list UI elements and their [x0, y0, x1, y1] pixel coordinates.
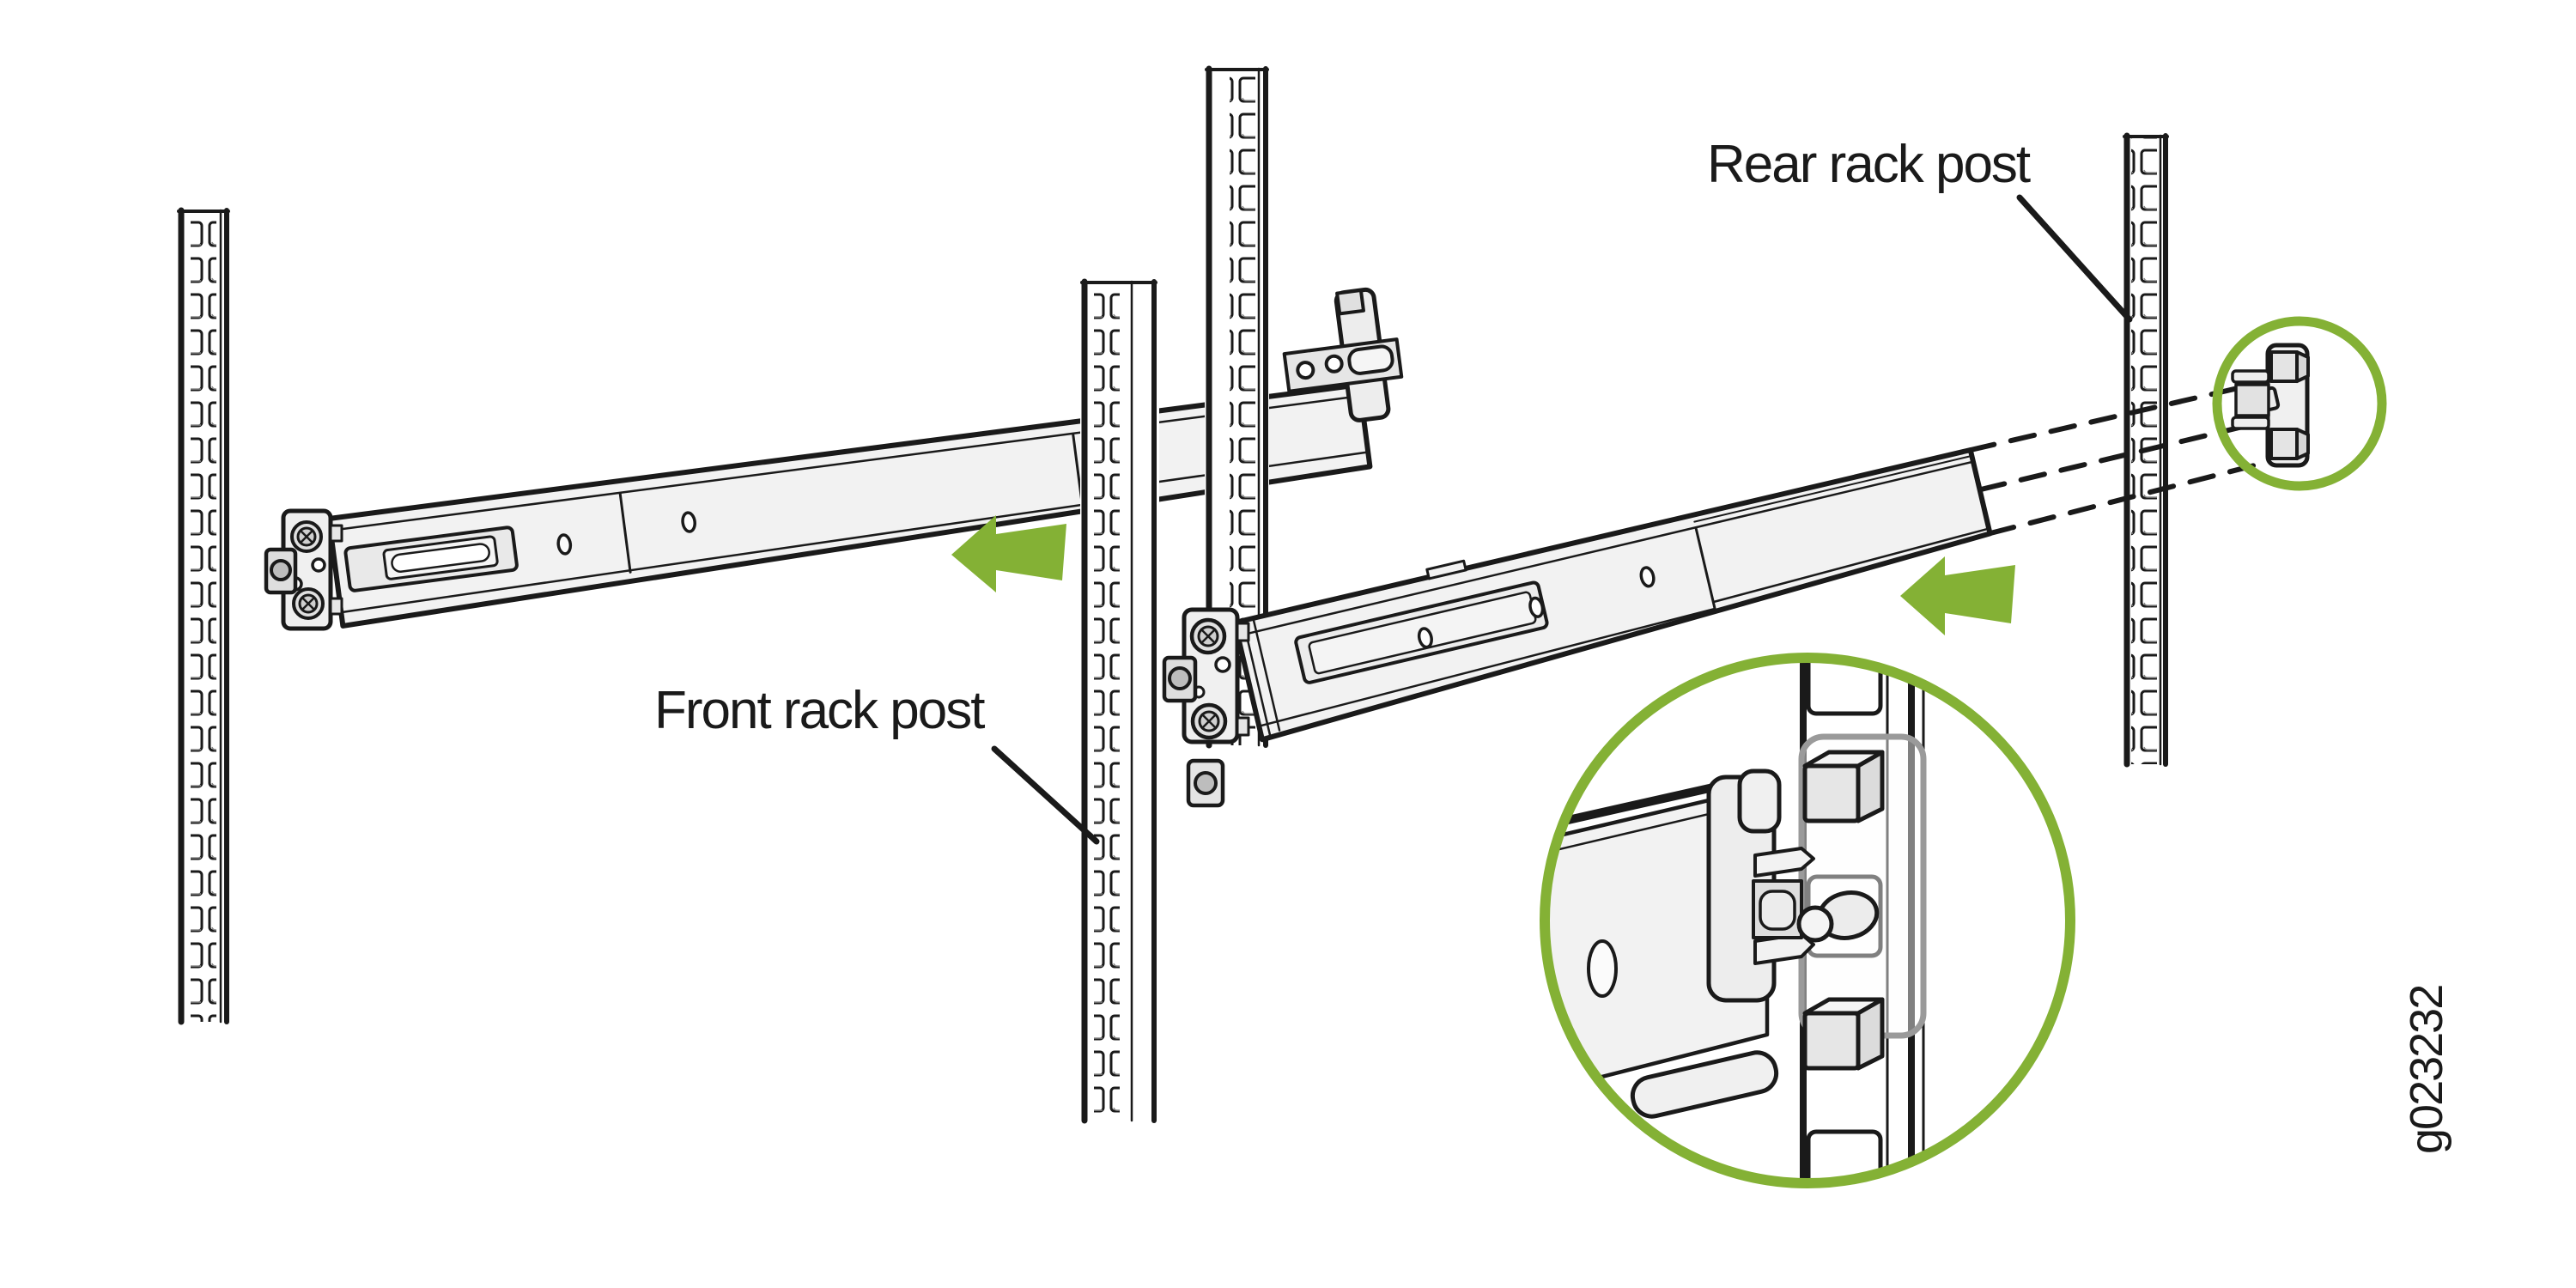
slide-direction-arrow-right	[1900, 556, 2015, 635]
slide-direction-arrow-left	[951, 515, 1066, 592]
rear-bracket-hook	[1335, 288, 1365, 316]
latch-block	[264, 547, 298, 595]
rail-hole	[556, 533, 573, 556]
right-rail-rear-bracket	[2231, 343, 2310, 468]
rail-hole	[1639, 566, 1656, 588]
bracket-peg	[1802, 997, 1885, 1071]
right-rail-front-bracket	[1162, 607, 1250, 808]
latch-prong	[1753, 847, 1815, 878]
right-rail-hidden-dashes	[1968, 379, 2270, 536]
latch-block	[1186, 758, 1225, 808]
bracket-peg	[2269, 350, 2310, 383]
latch-block	[1162, 655, 1198, 703]
rack-post-front-right	[1080, 278, 1159, 1124]
figure-id: g023232	[2401, 986, 2452, 1154]
screw-icon	[1190, 702, 1228, 740]
latch-prong	[2231, 416, 2270, 430]
bracket-peg	[2269, 428, 2310, 460]
rail-hole	[1528, 596, 1545, 618]
rail-hole	[1417, 627, 1433, 649]
right-slide-rail	[1162, 343, 2310, 808]
leader-line-front	[991, 745, 1100, 845]
label-rear-rack-post: Rear rack post	[1707, 135, 2031, 194]
screw-icon	[1189, 617, 1227, 655]
leader-line-rear	[2016, 194, 2133, 323]
rail-hole	[1587, 939, 1618, 998]
detail-callout-small-circle	[2212, 316, 2387, 491]
detail-large-ring	[1540, 653, 2075, 1188]
post-square-hole	[1806, 658, 1883, 716]
label-front-rack-post: Front rack post	[654, 681, 985, 740]
left-rail-rear-bracket	[1282, 287, 1404, 422]
rack-post-front-left	[177, 207, 230, 1025]
left-rail-front-bracket	[264, 508, 343, 631]
rack-post-rear-right	[2123, 132, 2171, 768]
latch-prong	[2231, 369, 2270, 384]
screw-icon	[292, 587, 325, 620]
screw-icon	[290, 520, 323, 553]
rail-top-clip	[1425, 559, 1467, 580]
rail-hole	[681, 511, 696, 533]
bracket-peg	[1802, 750, 1885, 823]
locking-pin	[1796, 890, 1880, 943]
detail-callout-large	[1545, 658, 2070, 1183]
